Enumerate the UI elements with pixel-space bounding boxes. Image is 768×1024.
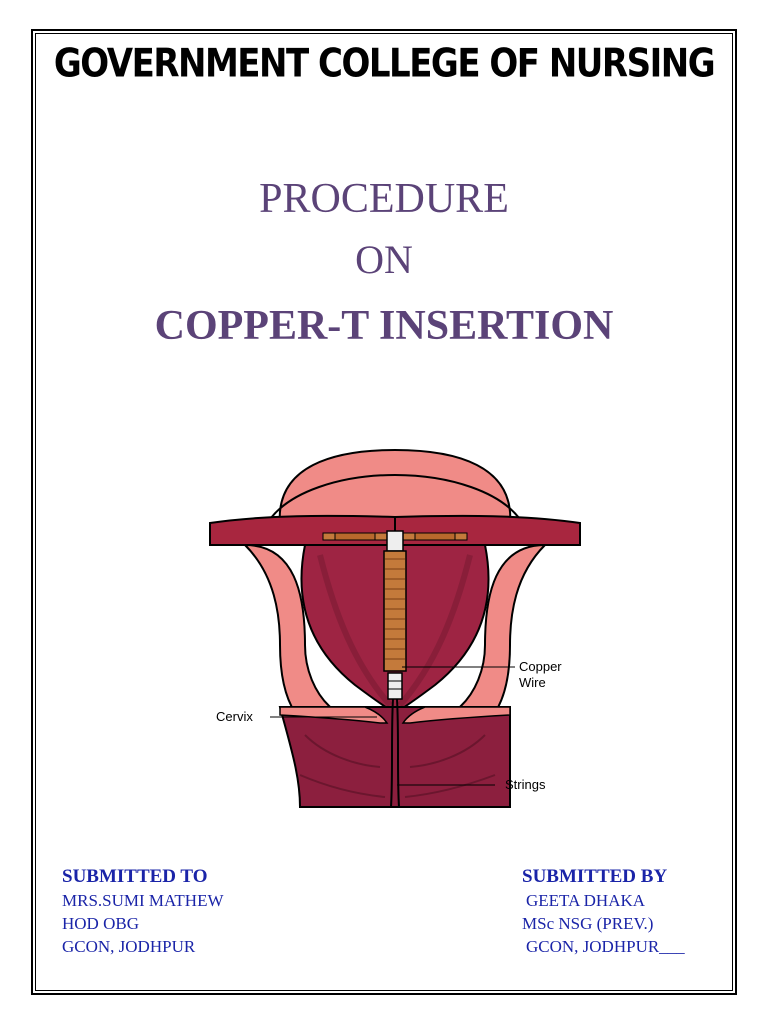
copper-t-joint (386, 530, 404, 552)
left-tube (209, 514, 396, 546)
submitted-by-heading: SUBMITTED BY (522, 866, 668, 887)
copper-t-stem (383, 550, 407, 672)
label-cervix: Cervix (216, 709, 253, 724)
submitted-to-name: MRS.SUMI MATHEW (62, 891, 224, 910)
submitted-to-place: GCON, JODHPUR (62, 937, 196, 956)
copper-t-arm-left (334, 532, 376, 541)
page-border-outer (31, 29, 737, 995)
submitted-to-block: SUBMITTED TO MRS.SUMI MATHEW HOD OBG GCO… (62, 865, 224, 958)
label-wire: Wire (519, 675, 546, 690)
copper-t-base (387, 672, 403, 700)
copper-t-arm-right (414, 532, 456, 541)
page-border-inner (35, 33, 733, 991)
title-line-procedure: PROCEDURE (259, 176, 509, 222)
cervix-right (401, 706, 511, 724)
label-strings: Strings (505, 777, 546, 792)
iud-strings (390, 698, 400, 808)
submitted-by-role: MSc NSG (PREV.) (522, 914, 654, 933)
submitted-to-role: HOD OBG (62, 914, 139, 933)
label-copper: Copper (519, 659, 562, 674)
college-heading: GOVERNMENT COLLEGE OF NURSING (53, 41, 716, 87)
uterine-wall (242, 543, 548, 738)
submitted-to-heading: SUBMITTED TO (62, 866, 208, 887)
cervix-left (279, 706, 389, 724)
vaginal-canal (278, 706, 511, 808)
uterus-top-inner (264, 473, 526, 528)
title-line-copper-t: COPPER-T INSERTION (154, 303, 614, 349)
right-tube (394, 514, 581, 546)
cavity-shade-right (397, 554, 473, 707)
copper-t-illustration: Copper Wire Cervix Strings (209, 448, 581, 808)
submitted-by-place: GCON, JODHPUR___ (526, 937, 685, 956)
cavity-shade-left (317, 554, 393, 707)
title-line-on: ON (355, 237, 413, 282)
submitted-by-block: SUBMITTED BY GEETA DHAKA MSc NSG (PREV.)… (522, 865, 685, 958)
uterus-top (278, 448, 512, 526)
submitted-by-name: GEETA DHAKA (526, 891, 646, 910)
